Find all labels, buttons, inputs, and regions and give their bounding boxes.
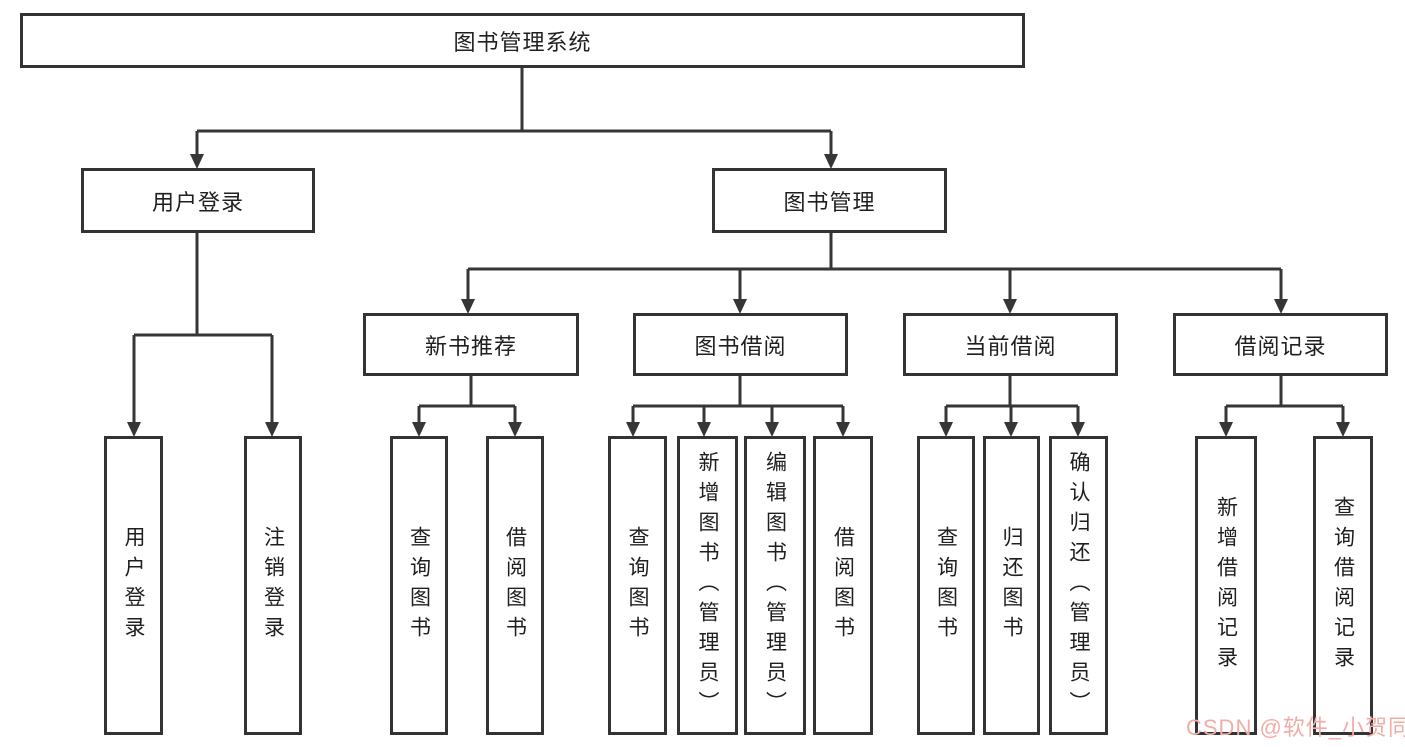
node-current-borrow-label: 当前借阅 [964,333,1057,359]
node-book-borrow: 图书借阅 [633,313,848,376]
leaf-return-book-label: 归还图书 [1000,525,1023,646]
leaf-user-login: 用户登录 [104,436,163,735]
node-user-login: 用户登录 [81,168,315,233]
node-new-book-recommend-label: 新书推荐 [424,333,517,359]
leaf-query-books-current: 查询图书 [917,436,975,735]
node-current-borrow: 当前借阅 [903,313,1118,376]
node-user-login-label: 用户登录 [151,189,244,215]
leaf-borrow-books-label: 借阅图书 [831,525,855,646]
leaf-edit-book-admin: 编辑图书（管理员） [744,436,806,735]
leaf-edit-book-admin-label: 编辑图书（管理员） [763,450,787,721]
leaf-borrow-books-recommend-label: 借阅图书 [503,525,527,646]
node-borrow-records-label: 借阅记录 [1234,333,1327,359]
leaf-borrow-books-recommend: 借阅图书 [486,436,544,735]
leaf-borrow-books: 借阅图书 [813,436,873,735]
watermark: CSDN @软件_小贺同学 [1186,715,1405,740]
node-book-management-label: 图书管理 [783,189,876,215]
leaf-query-books-current-label: 查询图书 [934,525,958,646]
leaf-query-books-recommend-label: 查询图书 [407,525,431,646]
leaf-query-borrow-record-label: 查询借阅记录 [1331,495,1355,676]
node-borrow-records: 借阅记录 [1173,313,1388,376]
node-root: 图书管理系统 [20,13,1025,68]
node-root-label: 图书管理系统 [453,29,592,55]
node-book-borrow-label: 图书借阅 [694,333,787,359]
leaf-add-book-admin: 新增图书（管理员） [677,436,738,735]
leaf-query-books-borrow-label: 查询图书 [626,525,649,646]
leaf-add-borrow-record: 新增借阅记录 [1195,436,1257,735]
leaf-logout: 注销登录 [244,436,302,735]
leaf-user-login-label: 用户登录 [122,525,145,646]
leaf-query-borrow-record: 查询借阅记录 [1313,436,1373,735]
node-book-management: 图书管理 [712,168,947,233]
leaf-add-borrow-record-label: 新增借阅记录 [1214,495,1238,676]
leaf-return-book: 归还图书 [983,436,1040,735]
leaf-query-books-recommend: 查询图书 [390,436,448,735]
leaf-confirm-return-admin-label: 确认归还（管理员） [1067,450,1090,721]
node-new-book-recommend: 新书推荐 [363,313,579,376]
leaf-query-books-borrow: 查询图书 [608,436,667,735]
leaf-confirm-return-admin: 确认归还（管理员） [1049,436,1108,735]
leaf-logout-label: 注销登录 [261,525,285,646]
leaf-add-book-admin-label: 新增图书（管理员） [696,450,719,721]
